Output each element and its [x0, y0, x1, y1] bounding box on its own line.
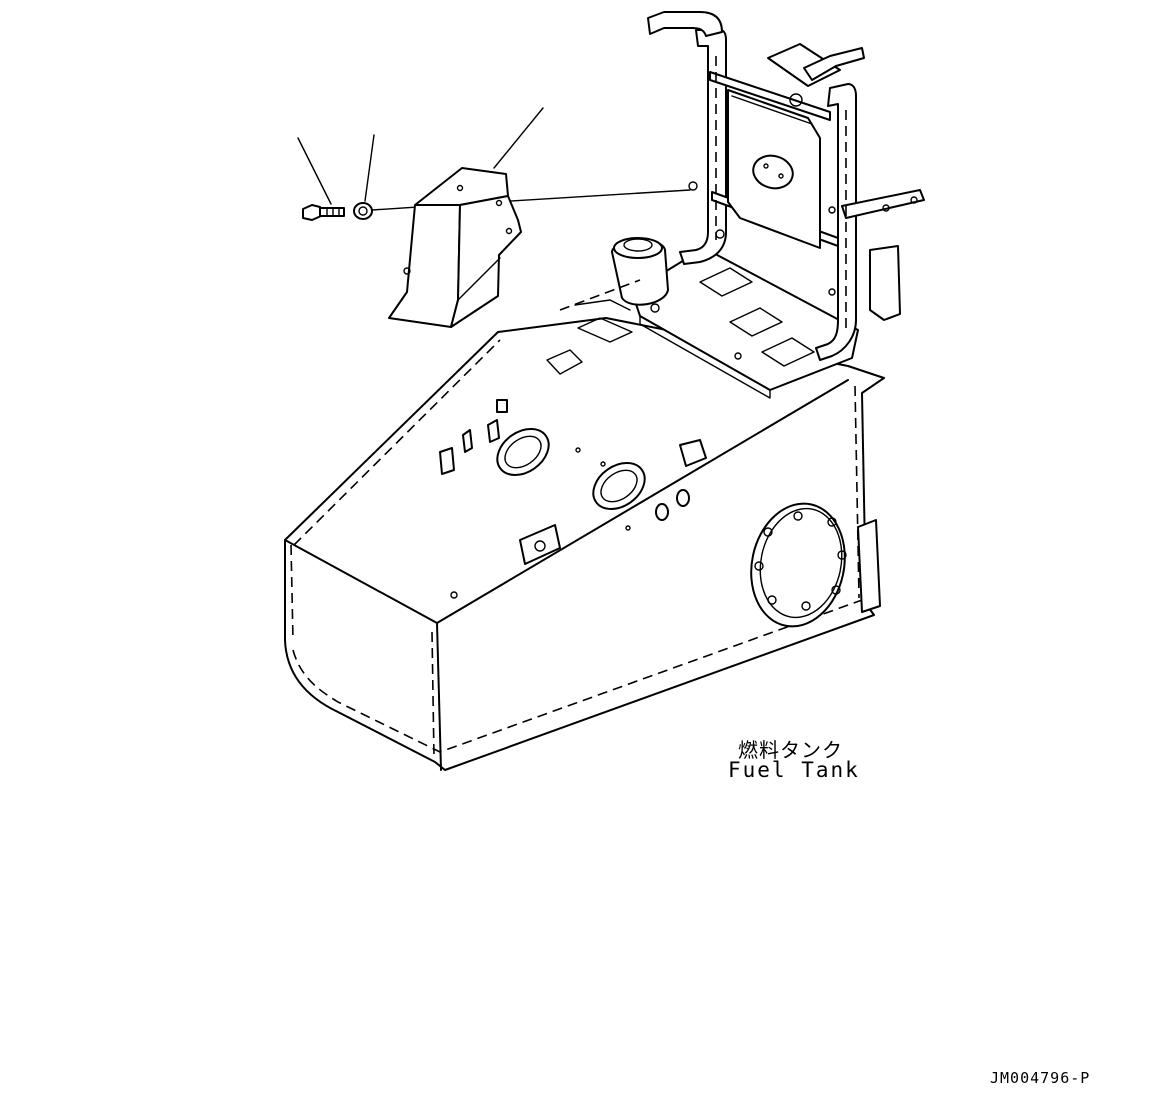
fuel-tank-body — [284, 299, 885, 771]
drawing-code: JM004796-P — [990, 1069, 1091, 1087]
cover-part — [388, 167, 522, 328]
hidden-lines — [559, 56, 847, 330]
washer-part — [353, 202, 373, 220]
part-name-jp: 燃料タンク — [738, 738, 843, 762]
seat-bracket — [688, 43, 925, 321]
filler-neck — [611, 237, 669, 306]
side-flange — [750, 502, 881, 628]
part-name-en: Fuel Tank — [728, 758, 860, 782]
tank-fittings — [439, 317, 707, 599]
bolt-part — [302, 204, 345, 221]
